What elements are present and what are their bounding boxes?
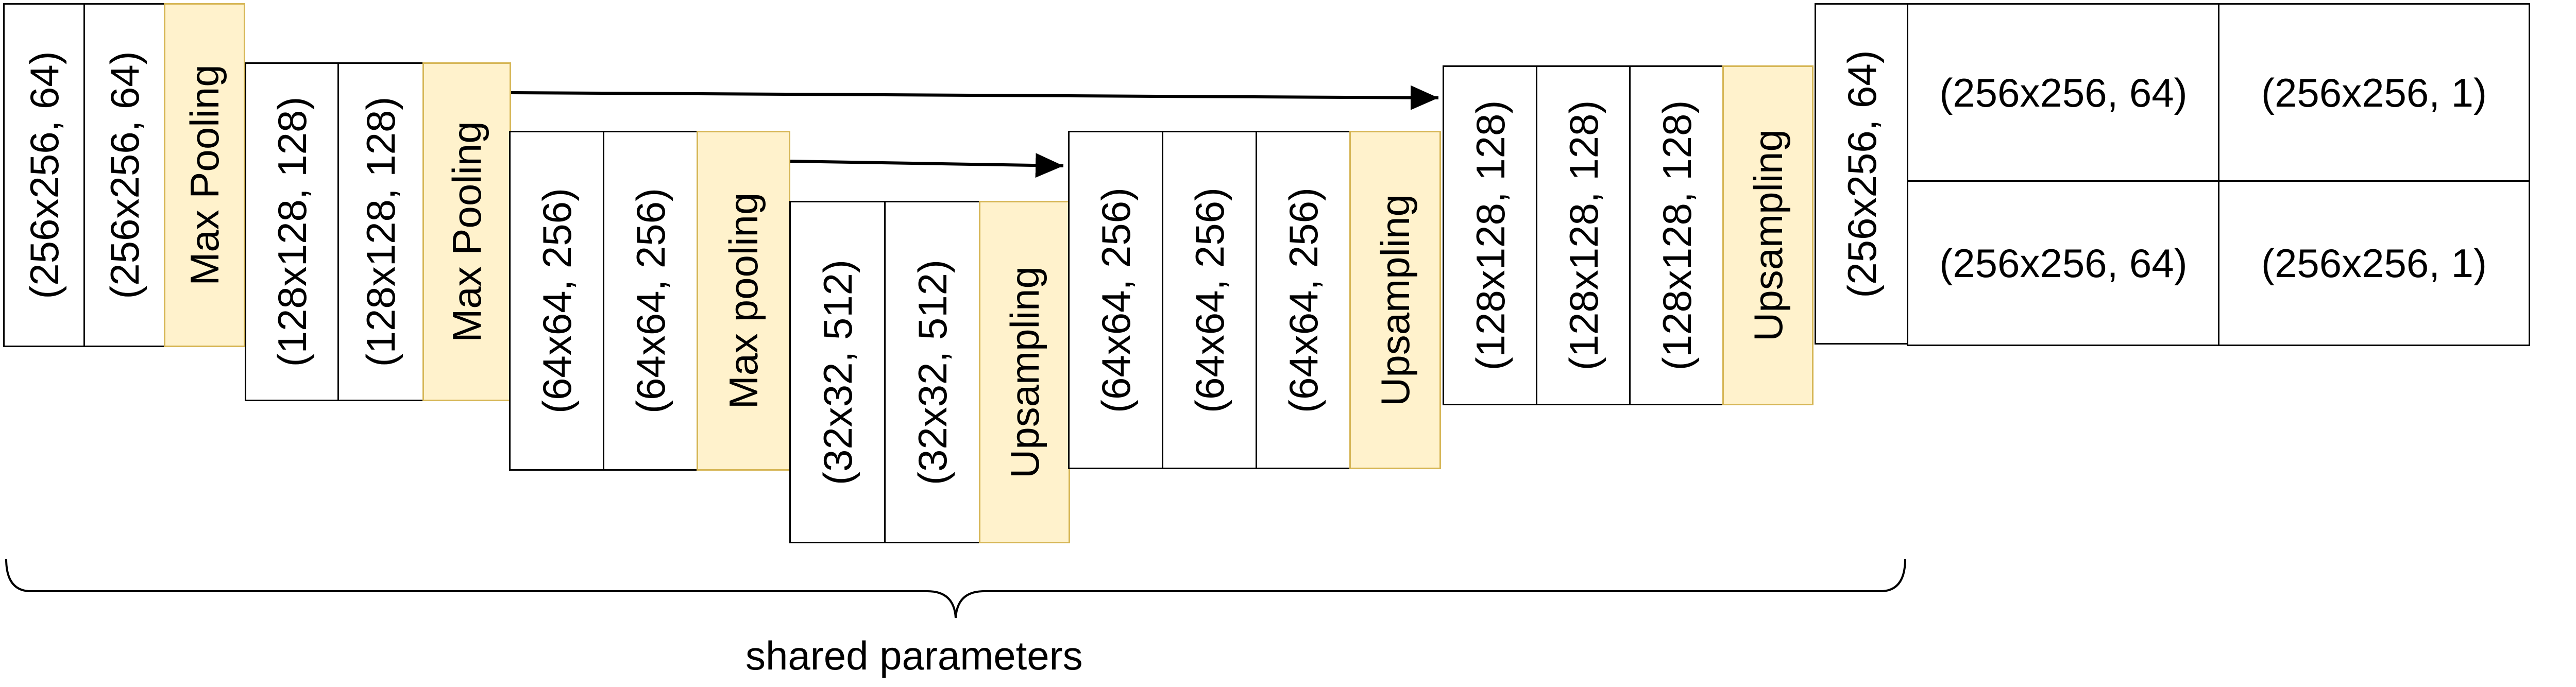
head-h-output-cell: (256x256, 1) bbox=[2218, 180, 2530, 346]
enc3-maxpool-block: Max pooling bbox=[697, 131, 790, 471]
dec3-conv2-block: (64x64, 256) bbox=[1162, 131, 1258, 469]
shared-parameters-brace bbox=[5, 558, 1906, 619]
bottleneck-conv1-block: (32x32, 512) bbox=[789, 201, 886, 543]
enc3-conv2-block: (64x64, 256) bbox=[603, 131, 698, 471]
enc3-conv1-block: (64x64, 256) bbox=[509, 131, 604, 471]
bottleneck-upsampling-block: Upsampling bbox=[979, 201, 1070, 543]
enc2-maxpool-block: Max Pooling bbox=[422, 62, 511, 401]
dec2-conv1-block: (128x128, 128) bbox=[1443, 65, 1538, 405]
dec1-conv1-block: (256x256, 64) bbox=[1815, 3, 1909, 345]
skip-connection-arrow-level2 bbox=[511, 85, 1439, 110]
shared-parameters-caption: shared parameters bbox=[745, 633, 1083, 678]
head-h-conv-cell: (256x256, 64) bbox=[1907, 180, 2220, 346]
dec3-upsampling-block: Upsampling bbox=[1349, 131, 1441, 469]
dec2-upsampling-block: Upsampling bbox=[1722, 65, 1814, 405]
skip-connection-arrow-level3 bbox=[790, 153, 1064, 178]
enc1-conv2-block: (256x256, 64) bbox=[83, 3, 166, 347]
enc1-conv1-block: (256x256, 64) bbox=[3, 3, 86, 347]
enc1-maxpool-block: Max Pooling bbox=[164, 3, 245, 347]
head-p-output-cell: (256x256, 1) bbox=[2218, 3, 2530, 182]
dec2-conv3-block: (128x128, 128) bbox=[1629, 65, 1724, 405]
enc2-conv2-block: (128x128, 128) bbox=[337, 62, 424, 401]
dec3-conv1-block: (64x64, 256) bbox=[1068, 131, 1164, 469]
